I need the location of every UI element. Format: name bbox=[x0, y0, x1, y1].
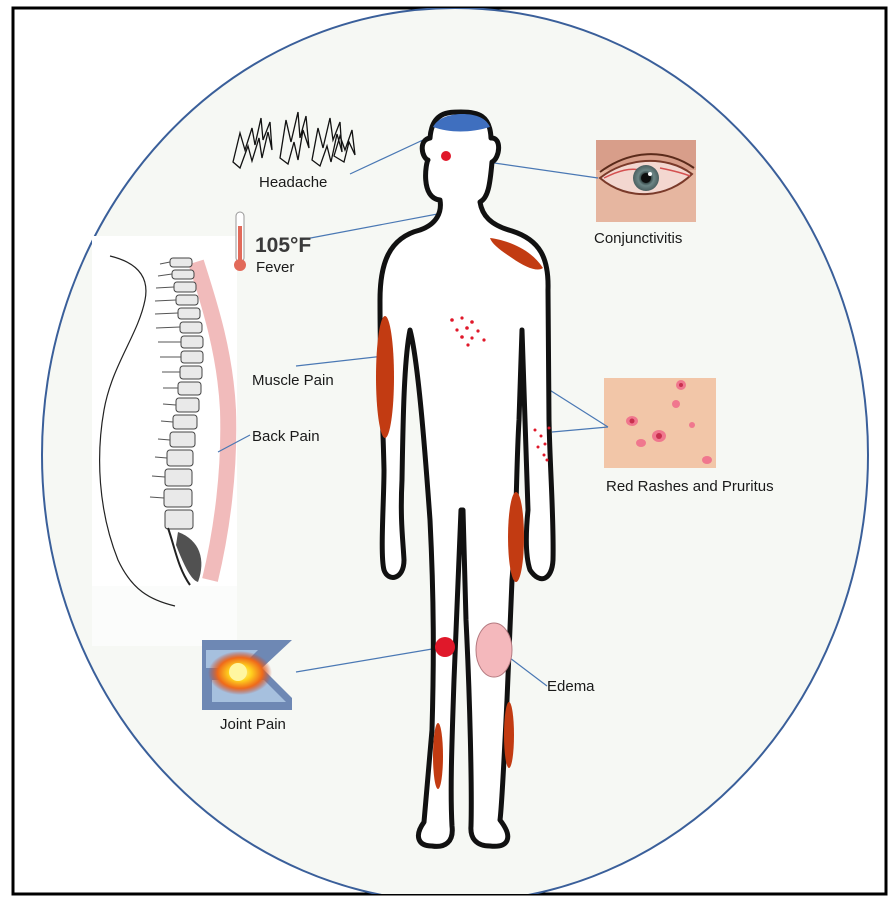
left-calf-muscle bbox=[433, 723, 443, 789]
label-fever: Fever bbox=[256, 259, 294, 276]
label-temperature: 105°F bbox=[255, 234, 311, 258]
label-conjunctivitis: Conjunctivitis bbox=[594, 230, 682, 247]
conjunctivitis-photo bbox=[596, 140, 696, 222]
right-calf-muscle bbox=[504, 702, 514, 768]
label-back-pain: Back Pain bbox=[252, 428, 320, 445]
label-edema: Edema bbox=[547, 678, 595, 695]
knee-joint-spot bbox=[435, 637, 455, 657]
eye-spot bbox=[441, 151, 451, 161]
rash-skin-photo bbox=[604, 378, 716, 468]
edema-patch bbox=[476, 623, 512, 677]
label-joint-pain: Joint Pain bbox=[220, 716, 286, 733]
spine-illustration bbox=[92, 236, 250, 646]
thigh-muscle bbox=[508, 492, 524, 582]
label-muscle-pain: Muscle Pain bbox=[252, 372, 334, 389]
thermometer-icon bbox=[234, 212, 246, 271]
upper-arm-muscle bbox=[376, 316, 394, 438]
label-headache: Headache bbox=[259, 174, 327, 191]
label-red-rashes: Red Rashes and Pruritus bbox=[606, 478, 774, 495]
